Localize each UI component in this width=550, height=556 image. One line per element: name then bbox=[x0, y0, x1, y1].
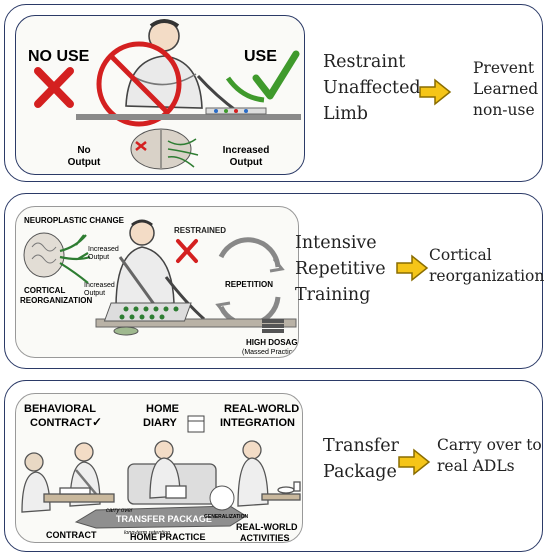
label-contract-footer: CONTRACT bbox=[46, 530, 97, 540]
panel-constraint: NO USE USE bbox=[4, 4, 543, 182]
right-arrow-icon bbox=[398, 448, 431, 476]
label-use: USE bbox=[244, 48, 277, 65]
label-cortical-2: REORGANIZATION bbox=[20, 296, 93, 305]
right-arrow-icon bbox=[419, 78, 452, 106]
label-home-practice-footer: HOME PRACTICE bbox=[130, 532, 206, 542]
mechanism-text: Intensive Repetitive Training bbox=[295, 233, 386, 305]
check-mark-icon: ✓ bbox=[92, 415, 102, 429]
illustration-no-use-vs-use: NO USE USE bbox=[15, 15, 305, 175]
illustration-repetitive-training: NEUROPLASTIC CHANGE Increased Output Inc… bbox=[15, 206, 299, 358]
label-no-use: NO USE bbox=[28, 48, 90, 65]
peg-dish bbox=[113, 326, 139, 336]
green-arrow-icon bbox=[225, 76, 265, 103]
label-neuroplastic-change: NEUROPLASTIC CHANGE bbox=[24, 216, 125, 225]
mechanism-text: Restraint Unaffected Limb bbox=[323, 52, 421, 124]
panel-transfer-package: BEHAVIORAL CONTRACT ✓ HOME DIARY REAL-WO… bbox=[4, 380, 543, 552]
label-increased-output-a-2: Output bbox=[88, 254, 109, 261]
label-cortical-1: CORTICAL bbox=[24, 286, 65, 295]
illustration-transfer-package: BEHAVIORAL CONTRACT ✓ HOME DIARY REAL-WO… bbox=[15, 393, 303, 543]
label-home: HOME bbox=[146, 403, 179, 415]
label-restrained: RESTRAINED bbox=[174, 226, 226, 235]
prohibition-icon bbox=[96, 41, 182, 127]
stack-icon bbox=[262, 319, 284, 333]
label-carry-over: carry over bbox=[106, 508, 134, 514]
generalization-icon bbox=[209, 485, 235, 511]
real-world-scene bbox=[237, 440, 301, 507]
x-mark-icon bbox=[176, 239, 198, 263]
label-massed-practice: (Massed Practice) bbox=[242, 349, 298, 356]
calendar-icon bbox=[187, 415, 205, 433]
label-increased-output-1: Increased bbox=[223, 145, 270, 156]
peg-board bbox=[103, 302, 192, 322]
outcome-text: Carry over to real ADLs bbox=[437, 436, 542, 475]
label-no-output-2: Output bbox=[68, 157, 101, 168]
home-practice-scene bbox=[127, 440, 217, 505]
label-transfer-package: TRANSFER PACKAGE bbox=[116, 514, 212, 524]
outcome-text: Cortical reorganization bbox=[429, 246, 545, 285]
x-mark-icon bbox=[34, 67, 74, 108]
outcome-text: Prevent Learned non-use bbox=[473, 59, 539, 119]
person-figure bbox=[125, 19, 239, 114]
label-high-dosage: HIGH DOSAGE bbox=[246, 338, 299, 347]
panel-intensive-training: NEUROPLASTIC CHANGE Increased Output Inc… bbox=[4, 193, 545, 369]
label-behavioral: BEHAVIORAL bbox=[24, 403, 96, 415]
person-figure bbox=[115, 219, 205, 321]
label-repetition: REPETITION bbox=[225, 280, 273, 289]
check-mark-icon bbox=[252, 50, 300, 100]
label-increased-output-b-1: Increased bbox=[84, 282, 115, 289]
label-no-output-1: No bbox=[77, 145, 90, 156]
label-real-world-footer-2: ACTIVITIES bbox=[240, 533, 290, 543]
label-long-term-retention: long-term retention bbox=[124, 530, 170, 536]
contract-scene bbox=[21, 442, 115, 513]
label-contract: CONTRACT bbox=[30, 417, 92, 429]
label-real-world-footer-1: REAL-WORLD bbox=[236, 522, 298, 532]
mechanism-text: Transfer Package bbox=[323, 436, 399, 482]
pegs bbox=[119, 306, 179, 320]
label-increased-output-b-2: Output bbox=[84, 290, 105, 297]
label-increased-output-2: Output bbox=[230, 157, 263, 168]
table bbox=[76, 114, 301, 120]
label-generalization: GENERALIZATION bbox=[204, 514, 248, 520]
label-increased-output-a-1: Increased bbox=[88, 246, 119, 253]
brain-icon bbox=[130, 128, 199, 170]
label-integration: INTEGRATION bbox=[220, 417, 295, 429]
transfer-package-banner bbox=[74, 505, 247, 529]
label-diary: DIARY bbox=[143, 417, 177, 429]
right-arrow-icon bbox=[396, 254, 429, 282]
table bbox=[95, 318, 297, 328]
label-real-world: REAL-WORLD bbox=[224, 403, 299, 415]
brain-icon bbox=[23, 232, 91, 284]
